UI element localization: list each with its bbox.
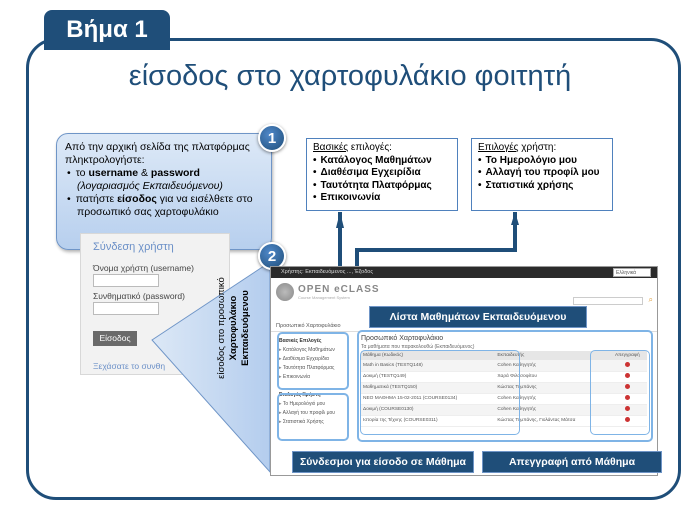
column-header: Εκπαιδευτής [495, 351, 608, 360]
sidebar-item[interactable]: Αλλαγή του προφίλ μου [279, 409, 335, 418]
course-link[interactable]: Δοκιμή (TESTQ149) [361, 371, 496, 383]
search-input[interactable] [573, 297, 643, 305]
instructor-cell: Κώστας Τομπάνης, Γιολάντας Μάτσα [495, 415, 608, 427]
logo-text: OPEN eCLASS [298, 284, 380, 295]
username-input[interactable] [93, 274, 159, 287]
basic-option-item: Ταυτότητα Πλατφόρμας [313, 180, 451, 193]
password-input[interactable] [93, 302, 159, 315]
unregister-icon[interactable] [624, 417, 630, 422]
user-option-item: Στατιστικά χρήσης [478, 180, 606, 193]
course-link[interactable]: Δοκιμή (COURSE0130) [361, 404, 496, 416]
unregister-label: Απεγγραφή από Μάθημα [482, 451, 662, 473]
vertical-caption: είσοδος στο προσωπικό Χαρτοφυλάκιο Εκπαι… [216, 268, 252, 388]
instructor-cell: Cohen Καθηγητής [495, 360, 608, 372]
unregister-icon[interactable] [624, 361, 630, 367]
text-fragment: χρήστη: [518, 142, 557, 153]
text-fragment: για να εισέλθετε στο προσωπικό σας χαρτο… [77, 193, 253, 218]
instructor-cell: Cohen Καθηγητής [495, 404, 608, 416]
user-option-item: Αλλαγή του προφίλ μου [478, 167, 606, 180]
user-options-highlight [277, 393, 349, 441]
course-link[interactable]: Math in Basics (TESTQ148) [361, 360, 496, 372]
unregister-icon[interactable] [624, 373, 630, 378]
course-link[interactable]: Ιστορία της Τέχνης (COURSE0311) [361, 415, 496, 427]
username-label: Όνομα χρήστη (username) [93, 263, 194, 273]
callout-item-credentials: το username & password(λογαριασμός Εκπαι… [75, 167, 263, 193]
user-options-box: Επιλογές χρήστη: Το Ημερολόγιο μου Αλλαγ… [471, 138, 613, 211]
course-list-label: Λίστα Μαθημάτων Εκπαιδευόμενου [369, 306, 587, 328]
column-header: Απεγγραφή [607, 351, 647, 360]
callout-intro: Από την αρχική σελίδα της πλατφόρμας πλη… [65, 141, 250, 166]
instructor-cell: Cohen Καθηγητής [495, 393, 608, 405]
callout-item-login: πατήστε είσοδος για να εισέλθετε στο προ… [75, 193, 263, 219]
table-row: Δοκιμή (COURSE0130)Cohen Καθηγητής [361, 404, 647, 416]
sidebar-item[interactable]: Κατάλογος Μαθημάτων [279, 346, 335, 355]
text-fragment: επιλογές: [348, 142, 392, 153]
sidebar-basic: Βασικές Επιλογές Κατάλογος Μαθημάτων Δια… [279, 337, 335, 382]
unregister-icon[interactable] [624, 384, 630, 389]
basic-option-item: Κατάλογος Μαθημάτων [313, 155, 451, 168]
step-tab: Βήμα 1 [44, 10, 170, 50]
user-option-item: Το Ημερολόγιο μου [478, 155, 606, 168]
basic-options-highlight [277, 332, 349, 390]
login-title: Σύνδεση χρήστη [93, 241, 174, 253]
caption-line: είσοδος στο προσωπικό [216, 277, 227, 379]
account-note: (λογαριασμός Εκπαιδευόμενου) [77, 180, 223, 192]
sidebar-user: Επιλογές Χρήστη Το Ημερολόγιό μου Αλλαγή… [279, 391, 335, 427]
course-link[interactable]: Μαθηματικά (TESTQ150) [361, 382, 496, 394]
course-links-highlight [360, 350, 520, 435]
password-label: Συνθηματικό (password) [93, 291, 185, 301]
sidebar-item[interactable]: Στατιστικά Χρήσης [279, 418, 335, 427]
instruction-callout: Από την αρχική σελίδα της πλατφόρμας πλη… [56, 133, 272, 250]
table-row: Math in Basics (TESTQ148)Cohen Καθηγητής [361, 360, 647, 372]
course-links-label: Σύνδεσμοι για είσοδο σε Μάθημα [292, 451, 474, 473]
unregister-icon[interactable] [624, 395, 630, 400]
text-fragment: πατήστε [75, 193, 118, 205]
sidebar-item[interactable]: Το Ημερολόγιό μου [279, 400, 335, 409]
logo-mark [276, 283, 294, 301]
caption-line-bold: Εκπαιδευόμενου [240, 290, 251, 366]
user-options-heading: Επιλογές χρήστη: [478, 142, 606, 155]
logo-subtitle: Course Management System [298, 295, 350, 300]
caption-line-bold: Χαρτοφυλάκιο [228, 295, 239, 361]
text-fragment: Βασικές [313, 142, 349, 153]
user-topbar: Χρήστης: Εκπαιδευόμενος ..., Έξοδος [271, 267, 657, 278]
forgot-password-link[interactable]: Ξεχάσατε το συνθη [93, 361, 166, 371]
portfolio-title: Προσωπικό Χαρτοφυλάκιο [361, 335, 444, 342]
basic-option-item: Διαθέσιμα Εγχειρίδια [313, 167, 451, 180]
text-fragment: Επιλογές [478, 142, 519, 153]
breadcrumb: Προσωπικό Χαρτοφυλάκιο [276, 323, 341, 329]
portfolio-subtitle: Τα μαθήματα που παρακολουθώ (Εκπαιδευόμε… [361, 344, 475, 350]
table-row: ΝΕΟ ΜΑΘΗΜΑ 15-02-2011 (COURSE0134)Cohen … [361, 393, 647, 405]
unregister-highlight [590, 350, 650, 435]
sidebar-item[interactable]: Ταυτότητα Πλατφόρμας [279, 364, 335, 373]
username-term: username [88, 167, 139, 179]
step-badge-1: 1 [258, 124, 286, 152]
basic-option-item: Επικοινωνία [313, 192, 451, 205]
language-select[interactable]: Ελληνικά [613, 268, 651, 277]
search-icon[interactable]: ⌕ [648, 295, 653, 304]
table-row: Δοκιμή (TESTQ149)Χαρά Φιλοσοφίτου [361, 371, 647, 383]
login-term: είσοδος [117, 193, 157, 205]
page-title: είσοδος στο χαρτοφυλάκιο φοιτητή [128, 60, 572, 92]
column-header: Μάθημα (Κωδικός) [361, 351, 496, 360]
sidebar-item[interactable]: Επικοινωνία [279, 373, 335, 382]
basic-options-box: Βασικές επιλογές: Κατάλογος Μαθημάτων Δι… [306, 138, 458, 211]
sidebar-heading: Επιλογές Χρήστη [279, 392, 321, 398]
basic-options-heading: Βασικές επιλογές: [313, 142, 451, 155]
unregister-icon[interactable] [624, 406, 630, 411]
table-row: Ιστορία της Τέχνης (COURSE0311)Κώστας Το… [361, 415, 647, 427]
course-table: Μάθημα (Κωδικός) Εκπαιδευτής Απεγγραφή M… [361, 351, 647, 427]
table-row: Μαθηματικά (TESTQ150)Κώστας Τομπάνης [361, 382, 647, 394]
course-link[interactable]: ΝΕΟ ΜΑΘΗΜΑ 15-02-2011 (COURSE0134) [361, 393, 496, 405]
sidebar-item[interactable]: Διαθέσιμα Εγχειρίδια [279, 355, 335, 364]
text-fragment: το [75, 167, 89, 179]
password-term: password [150, 167, 200, 179]
login-button[interactable]: Είσοδος [93, 331, 137, 346]
instructor-cell: Χαρά Φιλοσοφίτου [495, 371, 608, 383]
eclass-logo: OPEN eCLASS Course Management System [276, 283, 380, 301]
sidebar-heading: Βασικές Επιλογές [279, 338, 322, 344]
text-fragment: & [138, 167, 151, 179]
course-list-highlight [357, 330, 653, 442]
instructor-cell: Κώστας Τομπάνης [495, 382, 608, 394]
